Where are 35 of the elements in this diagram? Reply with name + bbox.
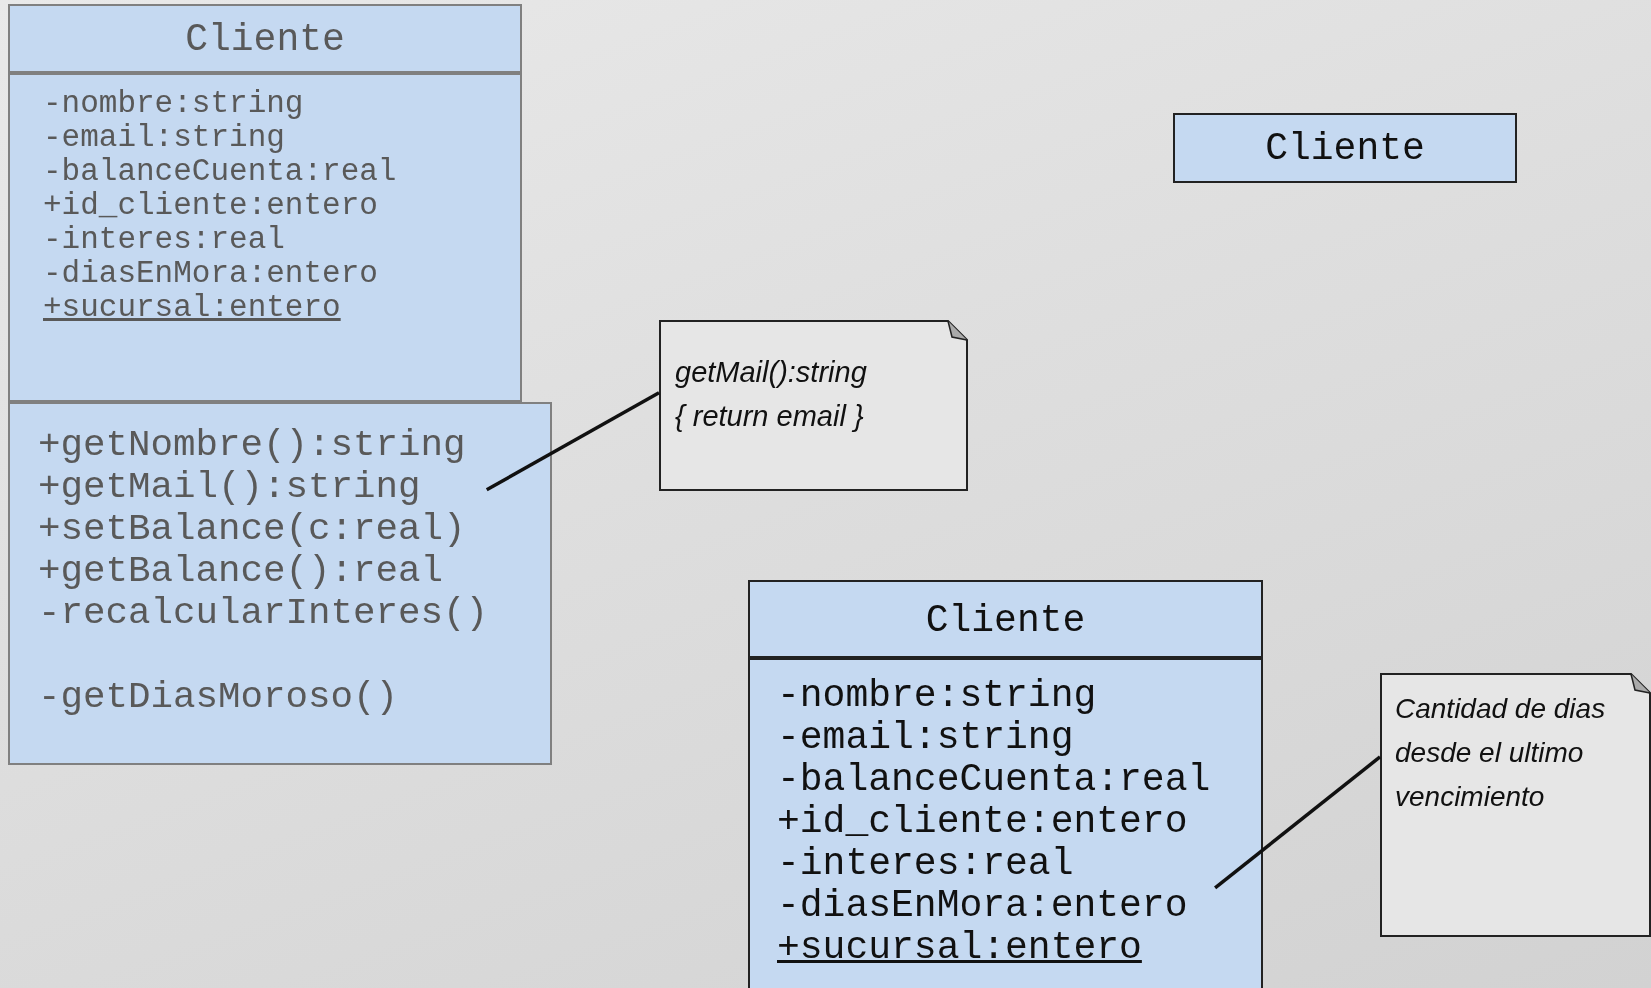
- attribute-compartment: [8, 73, 522, 402]
- method-text: -getDiasMoroso(): [38, 676, 399, 718]
- attribute-text: +id_cliente:entero: [777, 801, 1188, 843]
- attribute-text: -email:string: [777, 717, 1074, 759]
- attribute-text: -diasEnMora:entero: [43, 257, 378, 291]
- method-text: +getBalance():real: [38, 550, 444, 592]
- class-name-compartment: [8, 4, 522, 73]
- attribute-text: -interes:real: [777, 843, 1074, 885]
- leader-line: [485, 391, 660, 492]
- note-text: getMail():string { return email }: [675, 355, 868, 434]
- attribute-text: -nombre:string: [43, 87, 304, 121]
- attribute-text: -interes:real: [43, 223, 285, 257]
- class-name: Cliente: [185, 18, 345, 62]
- note-text: Cantidad de dias desde el ultimo vencimiento: [1395, 692, 1607, 814]
- class-name: Cliente: [925, 599, 1086, 643]
- attribute-text: -balanceCuenta:real: [777, 759, 1211, 801]
- method-text: +getNombre():string: [38, 424, 466, 466]
- attribute-text: -diasEnMora:entero: [777, 885, 1188, 927]
- attribute-text: +sucursal:entero: [777, 927, 1142, 969]
- leader-line: [1214, 755, 1382, 890]
- attribute-compartment: [748, 658, 1263, 988]
- method-compartment: [8, 402, 552, 765]
- attribute-text: -balanceCuenta:real: [43, 155, 397, 189]
- note-box: [659, 320, 968, 491]
- method-text: +getMail():string: [38, 466, 421, 508]
- attribute-text: -email:string: [43, 121, 285, 155]
- method-text: +setBalance(c:real): [38, 508, 466, 550]
- note-box: [1380, 673, 1651, 937]
- class-name: Cliente: [1265, 127, 1425, 171]
- method-text: -recalcularInteres(): [38, 592, 489, 634]
- attribute-text: +sucursal:entero: [43, 291, 341, 325]
- attribute-text: +id_cliente:entero: [43, 189, 378, 223]
- class-name-compartment: [1173, 113, 1517, 183]
- attribute-text: -nombre:string: [777, 675, 1097, 717]
- class-name-compartment: [748, 580, 1263, 658]
